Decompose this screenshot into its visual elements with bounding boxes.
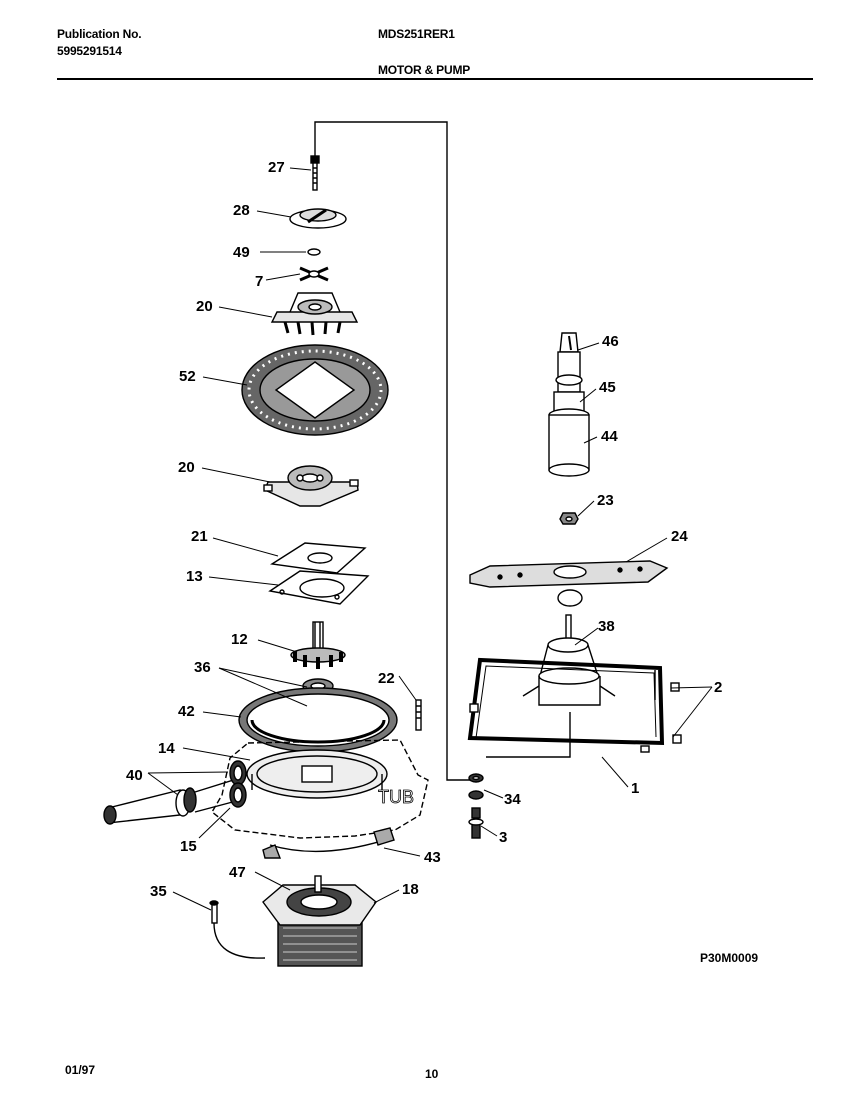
callout-46: 46 [602,333,619,350]
callout-45: 45 [599,379,616,396]
callout-23: 23 [597,492,614,509]
model-number: MDS251RER1 [378,27,455,41]
callout-47: 47 [229,864,246,881]
gasket-13 [268,570,370,605]
callout-21: 21 [191,528,208,545]
washer-49 [307,248,321,256]
clamp-15 [229,760,247,808]
callout-43: 43 [424,849,441,866]
callout-40: 40 [126,767,143,784]
frame-1 [467,657,682,753]
callout-38: 38 [598,618,615,635]
lower-spray-arm-24 [469,560,669,607]
bracket-20-top [270,292,359,336]
assembly-link-line [314,121,470,781]
callout-52: 52 [179,368,196,385]
callout-20-bottom: 20 [178,459,195,476]
callout-13: 13 [186,568,203,585]
callout-49: 49 [233,244,250,261]
callout-15: 15 [180,838,197,855]
footer-page-number: 10 [425,1067,439,1081]
callout-36: 36 [194,659,211,676]
callout-28: 28 [233,202,250,219]
publication-label: Publication No. [57,27,142,41]
clip-7 [299,266,329,282]
bracket-20-bottom [263,465,359,507]
tub-outline [211,739,429,839]
callout-2: 2 [714,679,722,696]
spray-tube-45 [555,351,583,393]
callout-22: 22 [378,670,395,687]
section-title: MOTOR & PUMP [378,63,471,77]
screw-27 [310,155,320,191]
spray-tube-44 [548,391,590,477]
callout-24: 24 [671,528,688,545]
callout-7: 7 [255,273,263,290]
diagram-code: P30M0009 [700,951,758,965]
screw-22 [415,699,422,731]
callout-1: 1 [631,780,639,797]
callout-14: 14 [158,740,175,757]
impeller-12 [290,621,346,669]
retainer-ring-42 [238,687,398,753]
assembly-link-line-2 [486,712,571,758]
washer-34 [468,773,484,800]
publication-number: 5995291514 [57,44,122,58]
callout-3: 3 [499,829,507,846]
header-rule [57,78,813,80]
seal-43 [262,827,395,859]
pump-housing-14 [246,749,388,799]
callout-42: 42 [178,703,195,720]
motor-18 [262,875,377,967]
callout-27: 27 [268,159,285,176]
screw-3 [468,807,484,839]
callout-35: 35 [150,883,167,900]
tube-38 [522,614,616,706]
cap-28 [289,208,347,229]
tub-label: TUB [378,787,414,807]
gasket-21 [270,542,367,574]
nut-23 [559,512,579,525]
callout-34: 34 [504,791,521,808]
callout-44: 44 [601,428,618,445]
stator-52 [241,344,389,436]
spray-arm-support-46 [559,332,579,353]
callout-20-top: 20 [196,298,213,315]
callout-18: 18 [402,881,419,898]
callout-12: 12 [231,631,248,648]
hose-40 [103,777,241,825]
footer-date: 01/97 [65,1063,96,1077]
screw-35 [209,900,266,959]
